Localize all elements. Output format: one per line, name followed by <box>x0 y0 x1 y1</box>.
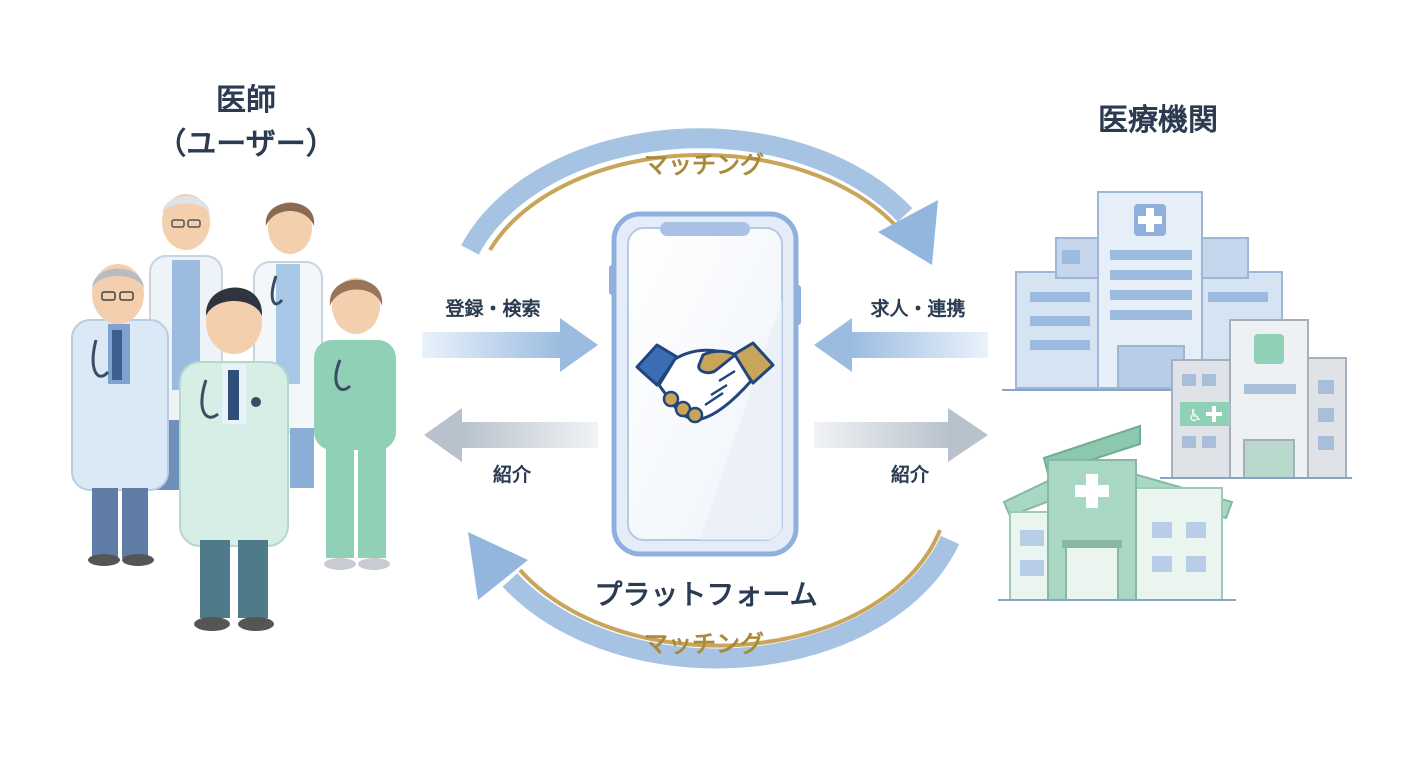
handshake-icon <box>635 341 775 424</box>
bottom-arc-arrowhead <box>468 532 528 600</box>
arrow-referral-to-institutions <box>814 408 988 462</box>
arrow-referral-left-label: 紹介 <box>493 463 532 486</box>
doctor-figure <box>314 278 396 570</box>
arrow-register-search <box>422 318 598 372</box>
doctors-title-line2: （ユーザー） <box>156 127 335 162</box>
phone-notch <box>660 222 750 236</box>
bottom-matching-arc <box>468 529 960 669</box>
doctors-title-line1: 医師 <box>216 83 276 118</box>
platform-label: プラットフォーム <box>594 578 817 611</box>
arrow-referral-right-label: 紹介 <box>891 463 930 486</box>
bottom-arc-label: マッチング <box>644 630 764 658</box>
arrow-referral-to-doctors <box>424 408 598 462</box>
top-arc-label: マッチング <box>644 151 764 179</box>
doctor-figure <box>179 287 289 631</box>
top-arc-arrowhead <box>878 200 938 265</box>
doctor-figure <box>71 264 169 566</box>
clinic-building <box>998 424 1236 601</box>
institutions-title: 医療機関 <box>1098 103 1218 138</box>
top-matching-arc <box>461 128 938 265</box>
wheelchair-icon: ♿ <box>1188 406 1202 425</box>
doctor-badge-icon <box>1254 334 1284 364</box>
arrow-register-search-label: 登録・検索 <box>444 297 540 320</box>
hospital-building: ♿ <box>1160 319 1352 479</box>
arrow-jobs-collab-label: 求人・連携 <box>870 297 965 320</box>
arrow-jobs-collab <box>814 318 988 372</box>
